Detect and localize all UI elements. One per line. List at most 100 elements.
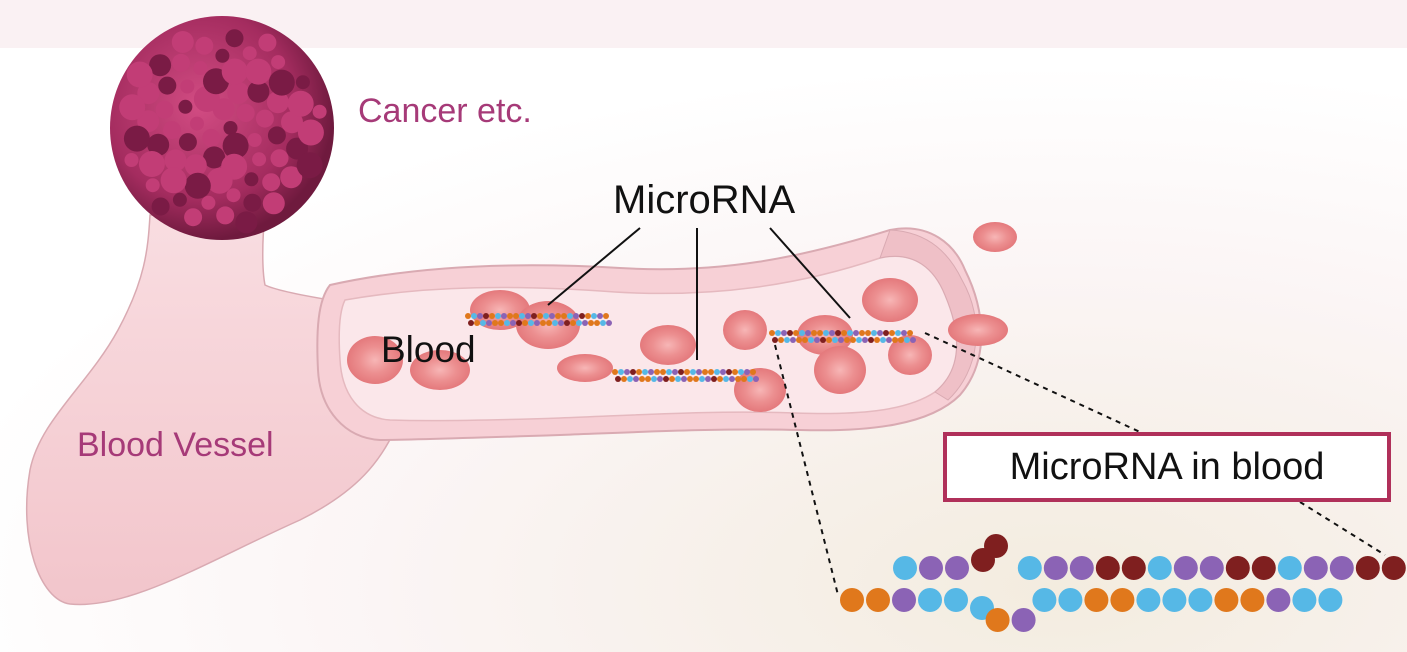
mini-bead [895,330,901,336]
red-blood-cell-icon [948,314,1008,346]
mini-bead [489,313,495,319]
cell-surface-bump [171,31,194,53]
cell-surface-bump [297,119,324,146]
red-blood-cell-icon [347,336,403,384]
mini-bead [669,376,675,382]
microrna-bead [1173,556,1198,580]
mini-bead [853,330,859,336]
cell-surface-bump [145,178,160,193]
microrna-bead [984,534,1008,558]
mini-bead [874,337,880,343]
cell-surface-bump [270,149,289,168]
mini-bead [648,369,654,375]
mini-bead [811,330,817,336]
cell-surface-bump [222,132,249,159]
mini-bead [585,313,591,319]
mini-bead [832,337,838,343]
mini-bead [772,337,778,343]
cell-surface-bump [119,94,146,121]
mini-bead [844,337,850,343]
mini-bead [829,330,835,336]
mini-bead [525,313,531,319]
mini-bead [492,320,498,326]
mini-bead [531,313,537,319]
mini-bead [684,369,690,375]
cell-surface-bump [236,104,255,122]
cell-surface-bump [203,146,226,169]
microrna-label: MicroRNA [613,178,796,222]
microrna-bead [1095,556,1120,580]
mini-bead [717,376,723,382]
microrna-bead [866,588,890,612]
cell-surface-bump [137,82,160,105]
mini-bead [612,369,618,375]
microrna-bead [945,556,969,580]
blood-label: Blood [381,329,476,370]
mini-bead [603,313,609,319]
microrna-pointer-lines [547,227,851,360]
microrna-bead [1069,556,1094,580]
microrna-bead [1329,556,1354,580]
mini-bead [561,313,567,319]
cell-surface-bump [193,61,208,75]
mini-bead [555,313,561,319]
microrna-bead [1162,588,1187,612]
red-blood-cell-group [347,222,1017,412]
mini-bead [606,320,612,326]
cell-surface-bump [178,133,197,152]
mini-bead [729,376,735,382]
red-blood-cell-icon [557,354,613,382]
mini-bead [907,330,913,336]
mini-bead [501,313,507,319]
microrna-bead [985,608,1010,632]
mini-bead [666,369,672,375]
microrna-bead [1188,588,1213,612]
microrna-bead [1292,588,1317,612]
microrna-bead [1032,588,1057,612]
cell-surface-bump [227,81,250,104]
mini-bead [847,330,853,336]
microrna-bead [1355,556,1380,580]
cell-surface-bump [201,195,216,210]
mini-bead [898,337,904,343]
cell-surface-bump [138,151,165,177]
mini-bead [720,369,726,375]
mini-bead [483,313,489,319]
cell-surface-bump [296,152,323,179]
microrna-bead [1110,588,1135,612]
cell-surface-bump [226,188,241,203]
mini-bead [465,313,471,319]
cell-surface-bump [247,80,270,103]
cell-surface-bump [151,197,170,216]
microrna-bead [1381,556,1406,580]
mini-bead [621,376,627,382]
mini-bead [633,376,639,382]
mini-bead [747,376,753,382]
mini-bead [744,369,750,375]
mini-bead [775,330,781,336]
microrna-bead [1240,588,1265,612]
mini-bead [787,330,793,336]
microrna-bead [918,588,942,612]
cell-surface-bump [206,167,233,194]
cell-surface-bump [242,46,257,61]
mini-bead [588,320,594,326]
microrna-bead [1277,556,1302,580]
mini-bead [705,376,711,382]
mini-bead [579,313,585,319]
mini-bead [883,330,889,336]
microrna-strands-in-vessel [465,313,916,382]
mini-bead [802,337,808,343]
microrna-bead [840,588,864,612]
mini-bead [597,313,603,319]
mini-bead [510,320,516,326]
red-blood-cell-icon [640,325,696,365]
mini-bead [693,376,699,382]
mini-bead [519,313,525,319]
microrna-bead [1136,588,1161,612]
cell-surface-bump [202,128,221,147]
mini-bead [678,369,684,375]
mini-bead [654,369,660,375]
mini-bead [657,376,663,382]
cell-surface-bump [215,48,230,63]
